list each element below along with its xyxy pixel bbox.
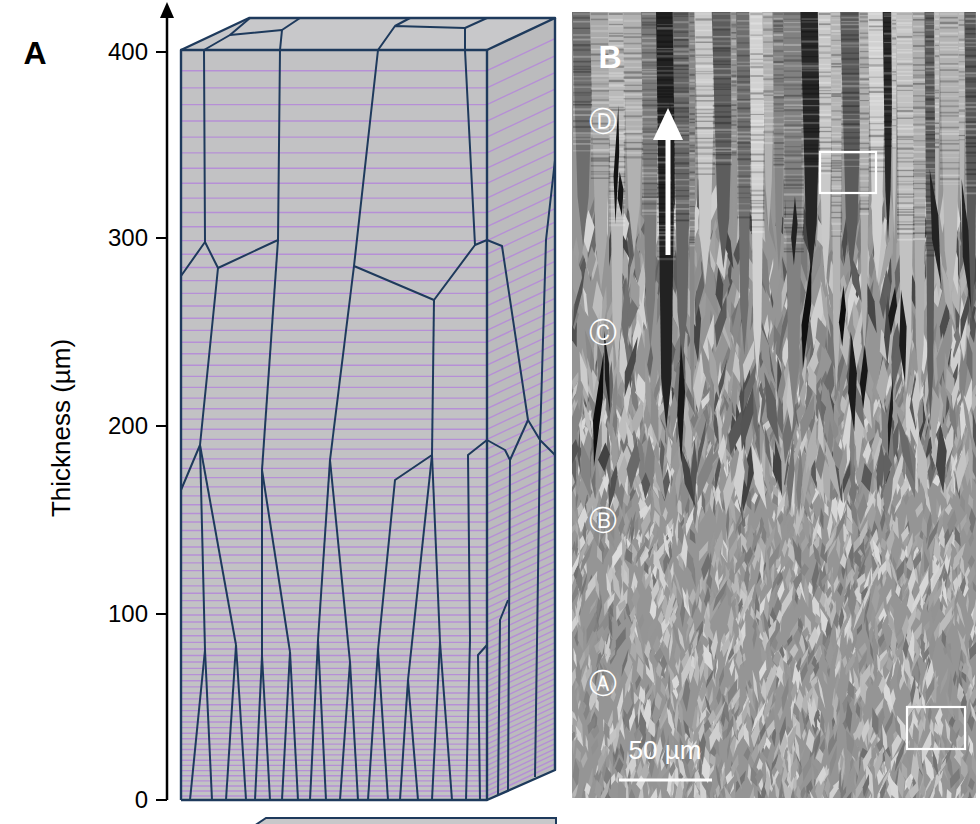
figure-stage: A4003002001000Thickness (µm)BⒹⒸⒷⒶ50 µm xyxy=(0,0,980,824)
